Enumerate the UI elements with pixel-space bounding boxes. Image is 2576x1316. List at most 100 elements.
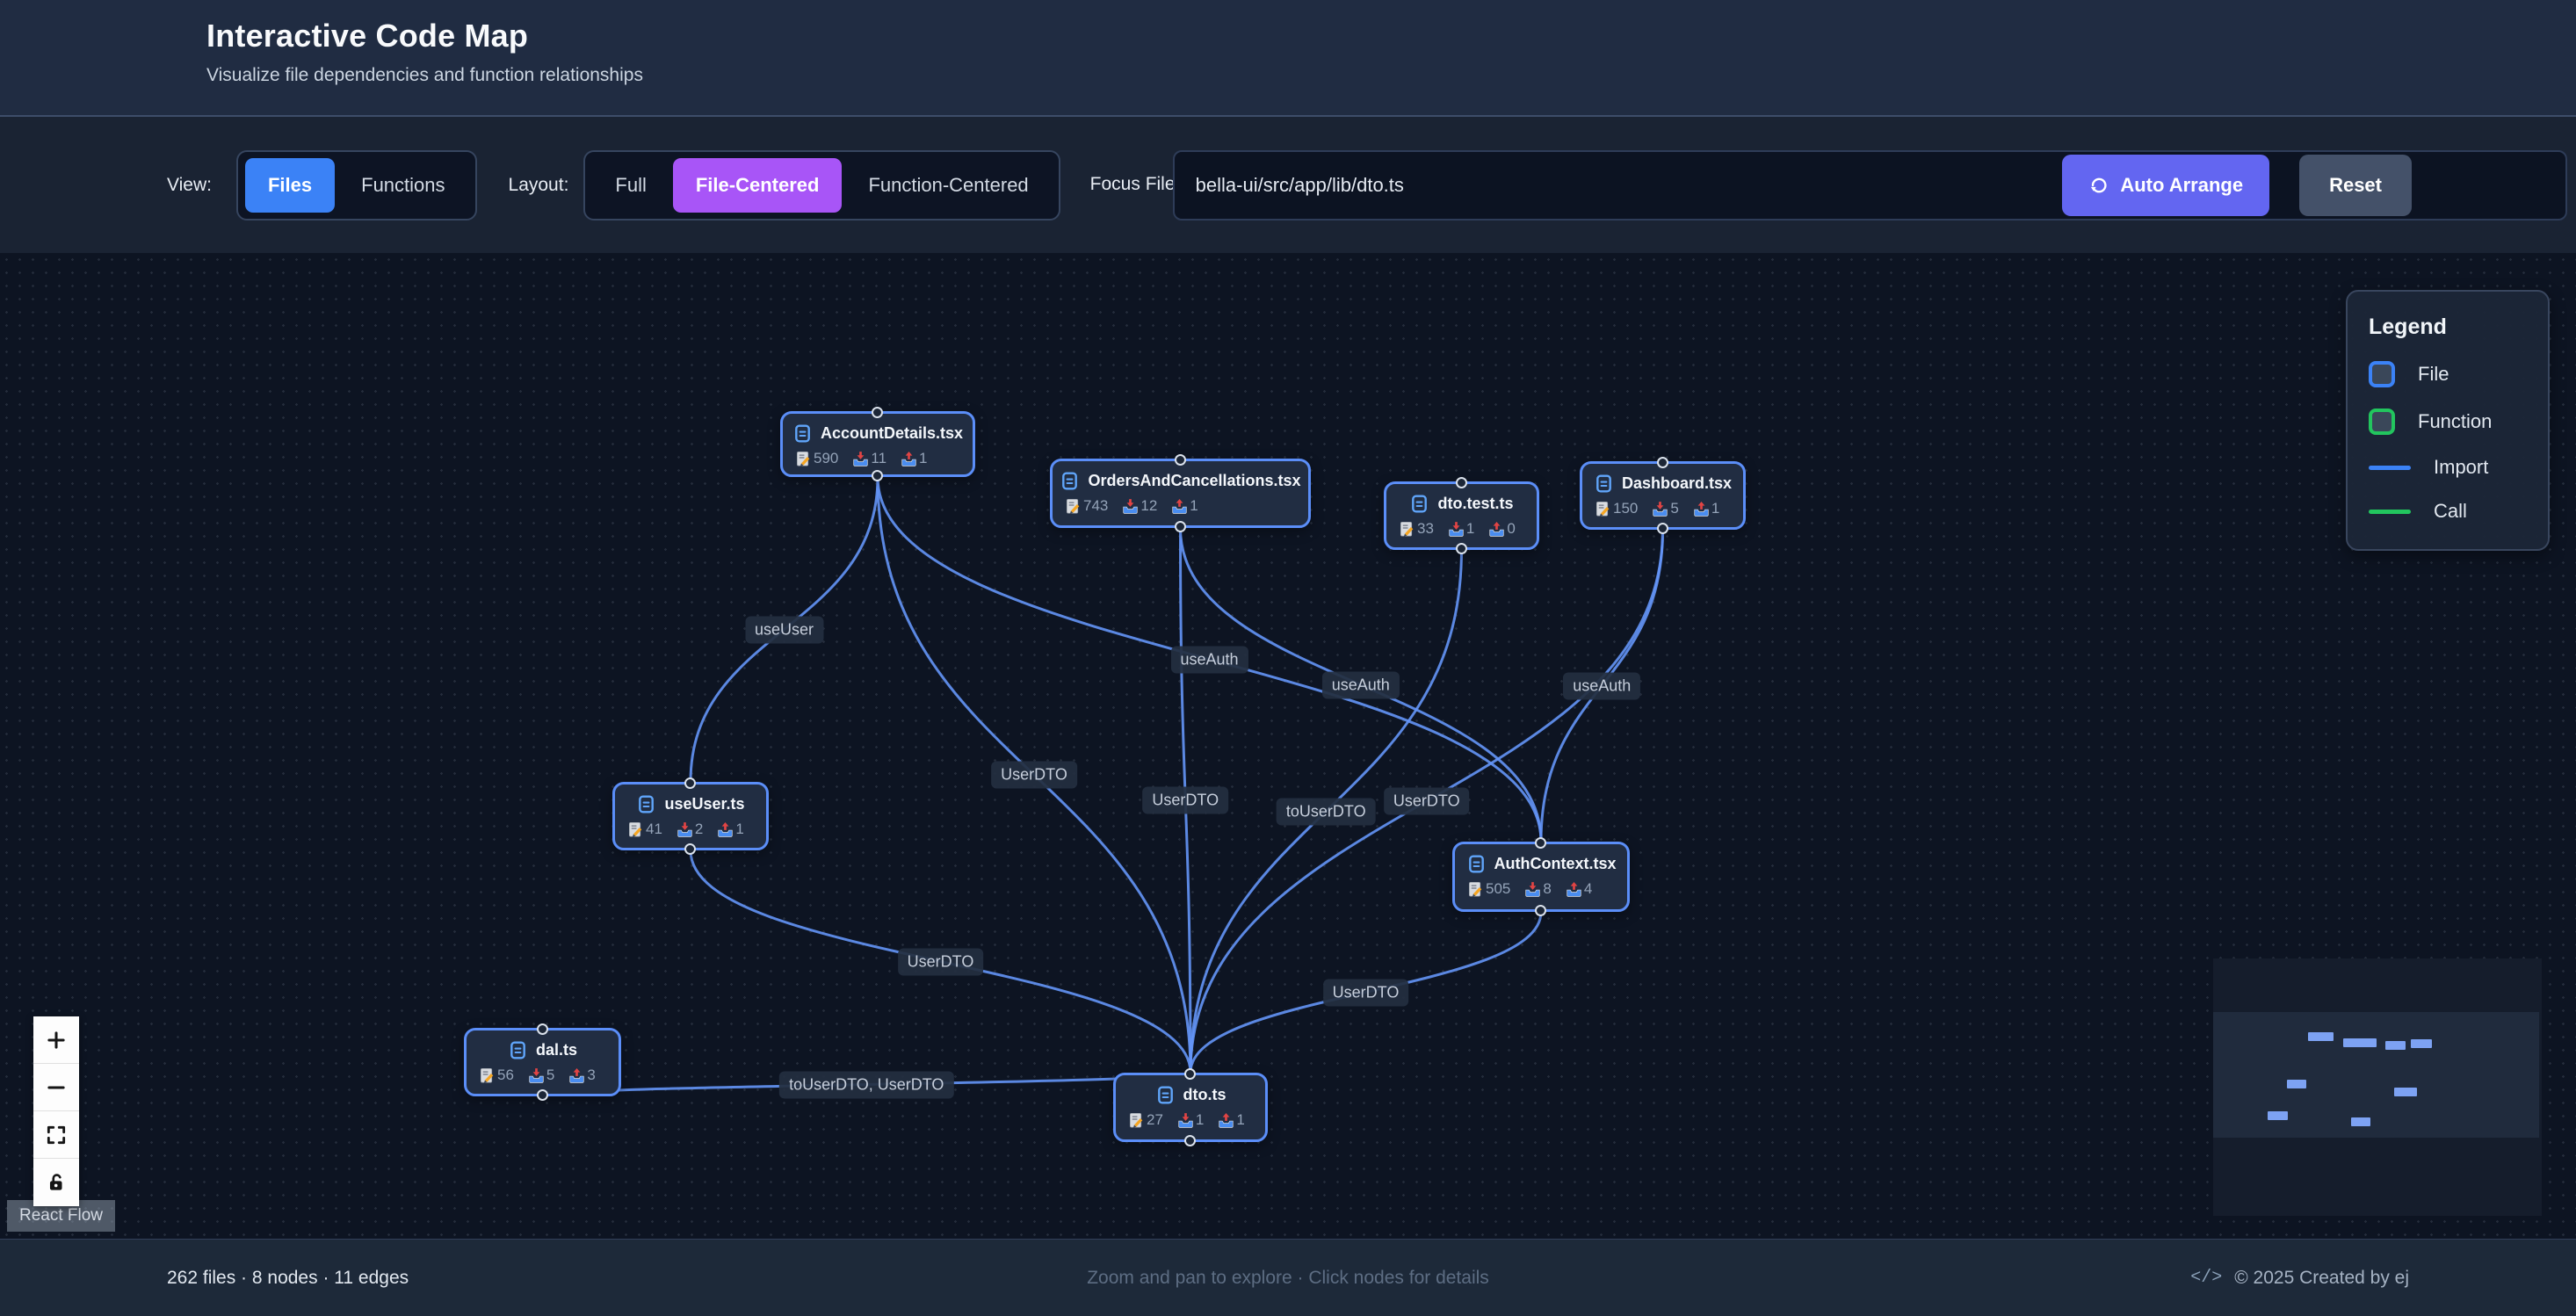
imports-stat: 11 <box>852 450 886 467</box>
file-icon <box>1409 494 1429 514</box>
memo-icon <box>1399 521 1415 538</box>
exports-stat: 1 <box>901 450 928 467</box>
outbox-icon <box>1171 498 1188 515</box>
minimap-node <box>2267 1111 2288 1121</box>
code-icon: </> <box>2190 1268 2223 1288</box>
exports-stat: 4 <box>1566 880 1592 898</box>
node-handle-bottom[interactable] <box>1455 543 1467 554</box>
node-title: dto.test.ts <box>1437 495 1514 512</box>
memo-icon <box>1595 501 1611 517</box>
outbox-icon <box>568 1067 585 1084</box>
inbox-icon <box>1122 498 1139 515</box>
layout-option-function-centered[interactable]: Function-Centered <box>868 173 1029 196</box>
node-handle-bottom[interactable] <box>1184 1135 1196 1146</box>
node-handle-top[interactable] <box>1455 477 1467 488</box>
edge-label: UserDTO <box>991 761 1077 789</box>
imports-stat: 2 <box>677 821 703 838</box>
node-handle-bottom[interactable] <box>1535 905 1546 916</box>
status-bar: 262 files · 8 nodes · 11 edges Zoom and … <box>0 1239 2576 1316</box>
node-title: AccountDetails.tsx <box>820 424 964 442</box>
focus-file-input[interactable]: bella-ui/src/app/lib/dto.ts Auto Arrange… <box>1172 149 2567 221</box>
outbox-icon <box>1488 521 1505 538</box>
lines-stat: 505 <box>1467 880 1510 898</box>
layout-option-full[interactable]: Full <box>615 173 647 196</box>
lines-stat: 56 <box>479 1067 514 1084</box>
graph-stats: 262 files · 8 nodes · 11 edges <box>167 1267 409 1288</box>
refresh-icon <box>2088 175 2109 196</box>
auto-arrange-button[interactable]: Auto Arrange <box>2062 154 2270 216</box>
view-option-files[interactable]: Files <box>244 157 336 213</box>
inbox-icon <box>1524 881 1541 898</box>
toolbar: View: Files Functions Layout: Full File-… <box>0 117 2576 253</box>
react-flow-attribution[interactable]: React Flow <box>7 1200 116 1232</box>
minimap[interactable] <box>2213 958 2542 1216</box>
fit-view-button[interactable] <box>33 1111 79 1159</box>
minimap-node <box>2385 1041 2406 1051</box>
zoom-out-button[interactable] <box>33 1064 79 1111</box>
inbox-icon <box>1652 501 1668 517</box>
node-handle-bottom[interactable] <box>1656 523 1668 534</box>
file-icon <box>636 794 656 814</box>
outbox-icon <box>717 821 734 838</box>
node-handle-top[interactable] <box>536 1023 548 1035</box>
layout-option-file-centered[interactable]: File-Centered <box>672 157 843 213</box>
node-handle-bottom[interactable] <box>536 1089 548 1101</box>
layout-label: Layout: <box>508 174 569 195</box>
node-handle-top[interactable] <box>1184 1068 1196 1080</box>
edge-label: useUser <box>744 616 824 643</box>
minimap-viewport[interactable] <box>2213 1012 2539 1138</box>
lock-icon <box>49 1174 62 1190</box>
node-handle-bottom[interactable] <box>1174 521 1186 532</box>
memo-icon <box>1065 498 1082 515</box>
page-title: Interactive Code Map <box>206 18 529 54</box>
node-handle-bottom[interactable] <box>872 470 883 481</box>
node-title: OrdersAndCancellations.tsx <box>1088 472 1301 489</box>
lock-button[interactable] <box>33 1159 79 1206</box>
exports-stat: 1 <box>1171 497 1198 515</box>
exports-stat: 1 <box>717 821 744 838</box>
edge-label: useAuth <box>1321 671 1400 698</box>
minimap-node <box>2350 1117 2371 1127</box>
node-handle-top[interactable] <box>684 777 696 789</box>
legend-item-call: Call <box>2369 500 2527 523</box>
outbox-icon <box>1566 881 1582 898</box>
credit: </> © 2025 Created by ej <box>2190 1268 2409 1289</box>
focus-file-value[interactable]: bella-ui/src/app/lib/dto.ts <box>1195 173 1404 196</box>
exports-stat: 0 <box>1488 520 1516 538</box>
node-handle-top[interactable] <box>1656 457 1668 468</box>
plus-icon <box>47 1030 65 1049</box>
reset-button[interactable]: Reset <box>2299 154 2412 216</box>
zoom-in-button[interactable] <box>33 1016 79 1064</box>
memo-icon <box>1467 881 1484 898</box>
view-option-functions[interactable]: Functions <box>361 173 445 196</box>
view-toggle-group: Files Functions <box>235 149 477 221</box>
legend-item-function: Function <box>2369 409 2527 435</box>
node-handle-top[interactable] <box>1174 454 1186 466</box>
memo-icon <box>479 1067 496 1084</box>
inbox-icon <box>1448 521 1465 538</box>
minimap-node <box>2411 1038 2433 1048</box>
imports-stat: 1 <box>1177 1111 1204 1129</box>
minimap-node <box>2394 1088 2418 1097</box>
outbox-icon <box>1693 501 1710 517</box>
edge-label: UserDTO <box>1322 979 1409 1006</box>
node-handle-top[interactable] <box>1535 837 1546 849</box>
node-handle-bottom[interactable] <box>684 843 696 855</box>
node-handle-top[interactable] <box>872 407 883 418</box>
exports-stat: 1 <box>1693 500 1719 517</box>
imports-stat: 12 <box>1122 497 1157 515</box>
file-icon <box>1060 471 1080 491</box>
edge-label: toUserDTO, UserDTO <box>779 1071 954 1098</box>
